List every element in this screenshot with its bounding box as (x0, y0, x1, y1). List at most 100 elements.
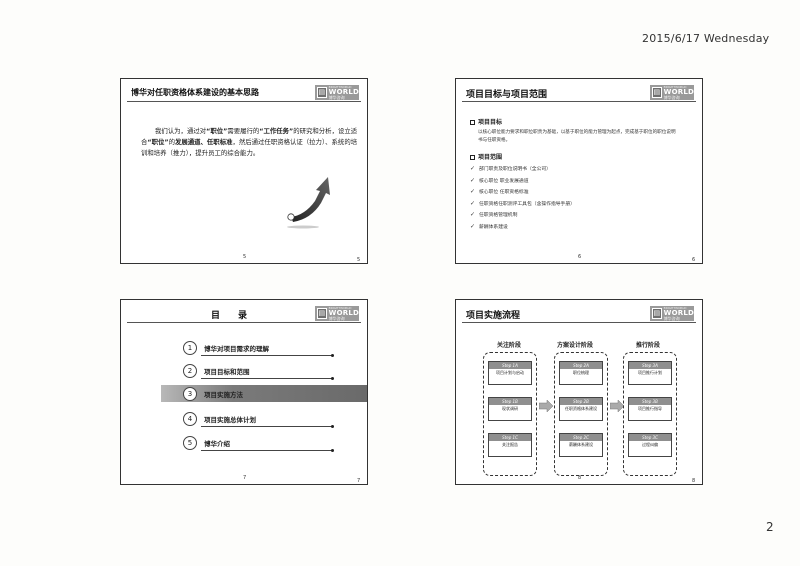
phase-title: 推行阶段 (635, 342, 660, 349)
step-label: Step 1C (489, 434, 531, 441)
check-icon: ✓ (470, 176, 476, 184)
toc-number-circle: 5 (183, 435, 197, 450)
slide-thumbnail-8: 项目实施流程 ▤ BRIGHTWORLD WORLD 博华咨询 关注阶段 Ste… (455, 299, 703, 485)
phase-box: Step 2A 职位梳理 Step 2B 任职资格体系建设 Step 2C 薪酬… (554, 352, 608, 476)
step-text: 关注报告 (502, 442, 518, 447)
toc-number-circle: 1 (183, 340, 197, 355)
slide-title-bar: 项目目标与项目范围 ▤ BRIGHTWORLD WORLD 博华咨询 (462, 84, 696, 102)
logo-cn: 博华咨询 (663, 94, 680, 100)
toc-label: 项目目标和范围 (204, 367, 250, 376)
slide-title-bar: 项目实施流程 ▤ BRIGHTWORLD WORLD 博华咨询 (462, 305, 696, 323)
toc-label: 博华介绍 (204, 439, 230, 448)
company-logo: ▤ BRIGHTWORLD WORLD 博华咨询 (650, 306, 694, 321)
phase-title: 方案设计阶段 (556, 342, 593, 349)
slide-title: 项目实施流程 (466, 311, 521, 321)
step-label: Step 2B (560, 398, 602, 405)
slide-title: 博华对任职资格体系建设的基本思路 (131, 88, 259, 97)
step-label: Step 3A (629, 362, 671, 369)
phase-box: Step 1A 项目计划与启动 Step 1B 现状调研 Step 1C 关注报… (483, 352, 537, 476)
process-step: Step 1B 现状调研 (488, 397, 532, 421)
goal-description: 以核心职位能力要求和职位职责为基础，以基于职位的能力管理为起点，完成基于职位的职… (478, 130, 676, 143)
page-number: 2 (766, 520, 774, 534)
step-text: 过程纠偏 (642, 442, 658, 447)
company-logo: ▤ BRIGHTWORLD WORLD 博华咨询 (315, 85, 359, 100)
logo-cn: 博华咨询 (328, 315, 345, 321)
logo-word: WORLD (663, 87, 694, 96)
logo-mark-icon: ▤ (652, 308, 662, 319)
toc-number-circle: 3 (183, 386, 197, 401)
list-item: ✓核心职位 职业发展通道 (470, 176, 690, 188)
slide-title-bar: 目 录 ▤ BRIGHTWORLD WORLD 博华咨询 (127, 305, 361, 323)
slide-thumbnail-7: 目 录 ▤ BRIGHTWORLD WORLD 博华咨询 1 博华对项目需求的理… (120, 299, 368, 485)
slide-corner-number: 6 (692, 257, 696, 263)
checkbox-icon (470, 155, 475, 160)
logo-mark-icon: ▤ (317, 87, 327, 98)
process-step: Step 1C 关注报告 (488, 433, 532, 457)
logo-cn: 博华咨询 (328, 94, 345, 100)
step-label: Step 1A (489, 362, 531, 369)
step-label: Step 2A (560, 362, 602, 369)
step-text: 薪酬体系建设 (569, 442, 593, 447)
logo-word: WORLD (328, 308, 359, 317)
list-item: ✓任职资格任职测评工具包（含操作指导手册） (470, 199, 690, 211)
slide-number: 8 (578, 475, 582, 481)
slide-body-text: 我们认为，通过对“职位”需要履行的“工作任务”的研究和分析，设立适合“职位”的发… (141, 127, 358, 157)
toc-label: 项目实施总体计划 (204, 415, 256, 424)
step-label: Step 2C (560, 434, 602, 441)
step-text: 项目计划与启动 (496, 370, 524, 375)
step-text: 任职资格体系建设 (565, 406, 597, 411)
logo-small-text: BRIGHTWORLD (328, 84, 352, 89)
process-step: Step 2C 薪酬体系建设 (559, 433, 603, 457)
list-item: ✓薪酬体系建设 (470, 222, 690, 234)
check-icon: ✓ (470, 165, 476, 172)
step-text: 项目推行指导 (638, 406, 662, 411)
step-text: 现状调研 (502, 406, 518, 411)
process-step: Step 2B 任职资格体系建设 (559, 397, 603, 421)
process-step: Step 1A 项目计划与启动 (488, 361, 532, 385)
toc-number-circle: 2 (183, 363, 197, 378)
toc-item-active: 3 项目实施方法 (183, 385, 333, 402)
company-logo: ▤ BRIGHTWORLD WORLD 博华咨询 (650, 85, 694, 100)
toc-item: 4 项目实施总体计划 (183, 410, 334, 428)
phase-title: 关注阶段 (496, 342, 521, 349)
slide-title-bar: 博华对任职资格体系建设的基本思路 ▤ BRIGHTWORLD WORLD 博华咨… (127, 84, 361, 102)
growth-arrow-icon (287, 177, 330, 229)
check-icon: ✓ (470, 188, 476, 196)
company-logo: ▤ BRIGHTWORLD WORLD 博华咨询 (315, 306, 359, 321)
slide-thumbnail-5: 博华对任职资格体系建设的基本思路 ▤ BRIGHTWORLD WORLD 博华咨… (120, 78, 368, 264)
logo-word: WORLD (663, 308, 694, 317)
list-item: ✓任职资格管理机制 (470, 210, 690, 222)
toc-item: 2 项目目标和范围 (183, 362, 334, 380)
logo-small-text: BRIGHTWORLD (663, 84, 687, 89)
logo-small-text: BRIGHTWORLD (663, 305, 687, 310)
list-item: ✓核心职位 任职资格标准 (470, 187, 690, 199)
slide-number: 7 (243, 475, 247, 481)
process-step: Step 3B 项目推行指导 (628, 397, 672, 421)
step-label: Step 3C (629, 434, 671, 441)
slide-corner-number: 7 (357, 478, 361, 484)
logo-mark-icon: ▤ (317, 308, 327, 319)
scope-heading: 项目范围 (470, 152, 502, 161)
check-icon: ✓ (470, 222, 476, 230)
scope-list: ✓部门职责及职位说明书（全公司） ✓核心职位 职业发展通道 ✓核心职位 任职资格… (470, 164, 690, 234)
slide-title: 目 录 (211, 311, 248, 321)
toc-number-circle: 4 (183, 411, 197, 426)
goal-heading: 项目目标 (470, 117, 502, 126)
slide-corner-number: 8 (692, 478, 696, 484)
step-label: Step 1B (489, 398, 531, 405)
list-item: ✓部门职责及职位说明书（全公司） (470, 164, 690, 176)
step-text: 职位梳理 (573, 370, 589, 375)
logo-small-text: BRIGHTWORLD (328, 305, 352, 310)
toc-label: 博华对项目需求的理解 (204, 344, 269, 353)
toc-item: 5 博华介绍 (183, 434, 334, 452)
slide-thumbnail-6: 项目目标与项目范围 ▤ BRIGHTWORLD WORLD 博华咨询 项目目标 … (455, 78, 703, 264)
slide-number: 5 (243, 254, 247, 260)
check-icon: ✓ (470, 199, 476, 207)
process-step: Step 2A 职位梳理 (559, 361, 603, 385)
slide-number: 6 (578, 254, 582, 260)
step-text: 项目推行计划 (638, 370, 662, 375)
toc-item: 1 博华对项目需求的理解 (183, 339, 334, 357)
checkbox-icon (470, 120, 475, 125)
toc-highlight-bar (161, 385, 367, 402)
phase-box: Step 3A 项目推行计划 Step 3B 项目推行指导 Step 3C 过程… (623, 352, 677, 476)
